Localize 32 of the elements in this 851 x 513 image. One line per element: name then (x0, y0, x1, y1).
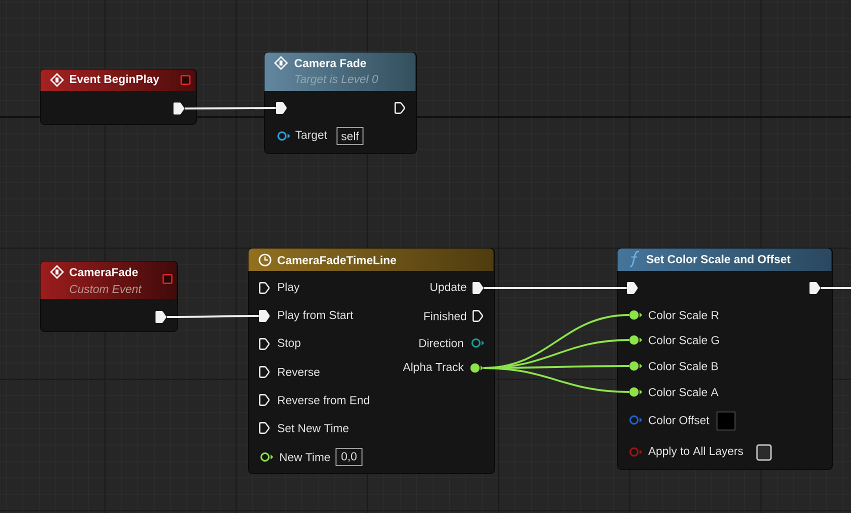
node-subtitle: Custom Event (70, 284, 142, 294)
pin-label: Target (295, 130, 328, 142)
pin-label: Reverse (278, 368, 320, 376)
pin-label: Finished (424, 312, 466, 320)
pin-label: Play (278, 282, 300, 294)
pin-icon (156, 311, 166, 323)
pin-label: Color Offset (648, 416, 710, 424)
node-subtitle: Target is Level 0 (295, 74, 378, 86)
node-title: CameraFade (70, 268, 138, 276)
pin-label: New Time (280, 452, 330, 462)
pin-icon (810, 282, 820, 294)
pin-label: Stop (278, 338, 300, 350)
pin-icon (276, 102, 287, 114)
node-title: Event BeginPlay (70, 74, 160, 86)
pin-label: Color Scale A (648, 388, 718, 396)
pin-label: Color Scale G (648, 336, 719, 344)
pin-label: Apply to All Layers (648, 446, 743, 458)
node-title: CameraFadeTimeLine (278, 256, 396, 264)
node-title: Camera Fade (294, 58, 366, 68)
pin-label: Reverse from End (278, 396, 370, 404)
pin-label: Alpha Track (402, 362, 464, 374)
input-field: self (336, 127, 364, 145)
input-field: 0,0 (336, 448, 362, 466)
pin-icon (174, 102, 184, 114)
pin-icon (627, 282, 638, 294)
pin-label: Play from Start (278, 310, 354, 322)
node-title: Set Color Scale and Offset (646, 254, 790, 264)
pin-label: Color Scale R (648, 310, 719, 320)
pin-label: Update (430, 282, 466, 294)
pin-label: Direction (419, 338, 464, 348)
pin-label: Set New Time (278, 424, 348, 432)
pin-label: Color Scale B (648, 362, 718, 370)
